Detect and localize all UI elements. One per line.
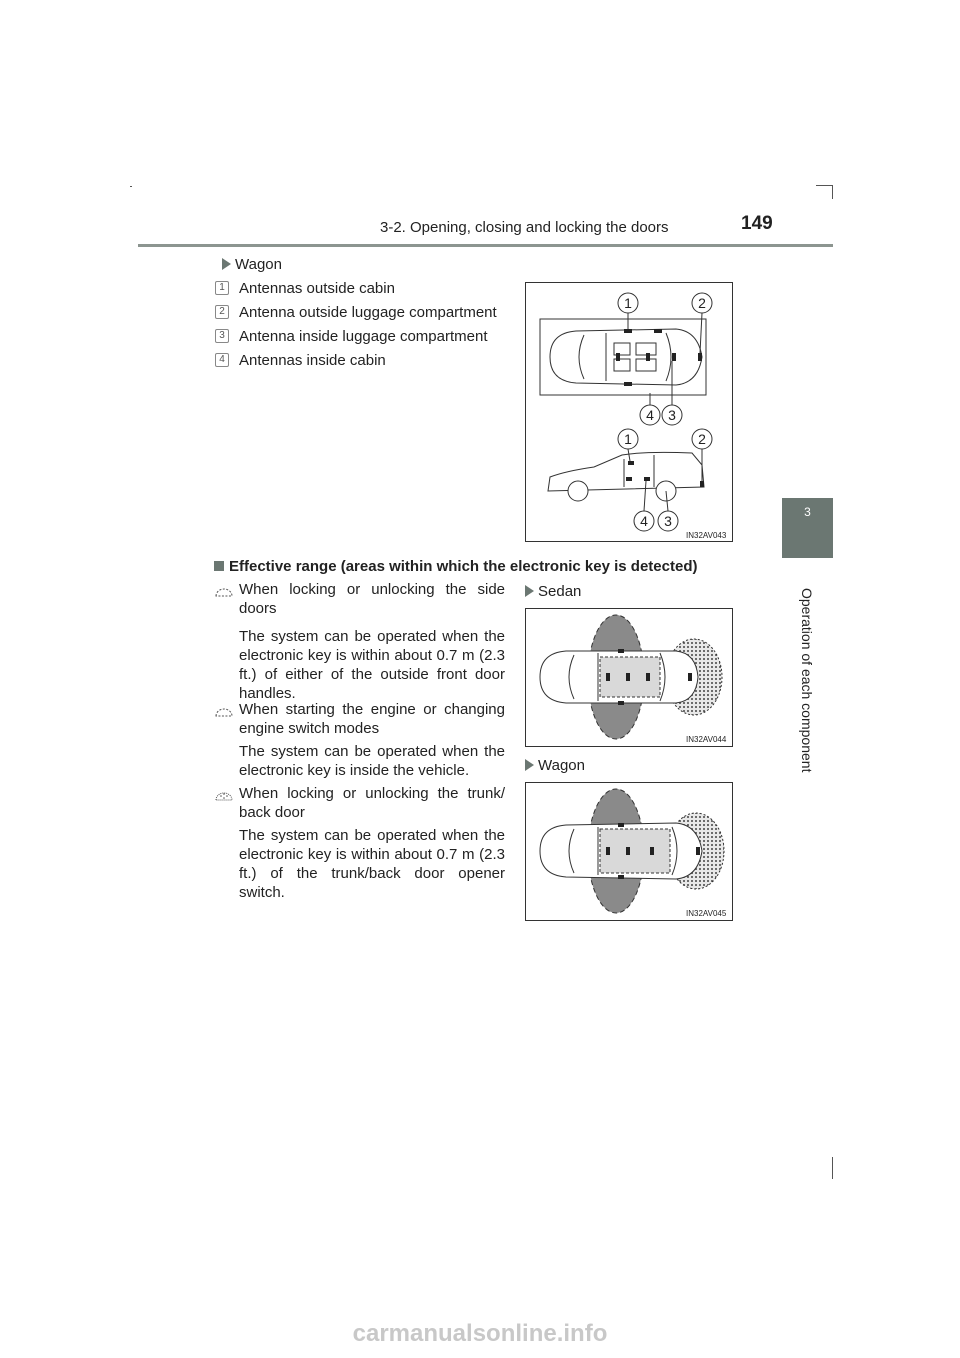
wagon-variant-label: Wagon [222, 255, 282, 274]
antenna-item-1: Antennas outside cabin [239, 280, 395, 297]
arrow-icon [222, 258, 231, 270]
range-item-3-body: The system can be operated when the elec… [239, 827, 505, 901]
range-item-1-title: When locking or unlocking the side doors [239, 581, 505, 617]
page-number: 149 [741, 213, 773, 234]
range-item-2-title: When starting the engine or changing eng… [239, 701, 505, 737]
callout-label: 1 [624, 431, 632, 447]
wagon-range-diagram [539, 788, 725, 914]
callout-label: 4 [640, 513, 648, 529]
wagon-range-variant-label: Wagon [525, 756, 585, 775]
number-badge-2: 2 [215, 305, 229, 319]
wagon-top-view [549, 328, 703, 386]
side-door-zone-icon [215, 588, 233, 597]
antenna-marks-top [616, 329, 702, 386]
chapter-tab [782, 498, 833, 558]
arrow-icon [525, 759, 534, 771]
header-rule [138, 244, 833, 247]
callout-label: 2 [698, 431, 706, 447]
antenna-diagram: 1 2 4 3 1 2 4 3 [539, 292, 713, 532]
sedan-range-diagram [539, 614, 723, 740]
crop-mark [816, 185, 833, 186]
cabin-zone-icon [215, 708, 233, 717]
antenna-item-3: Antenna inside luggage compartment [239, 328, 488, 345]
crop-mark [832, 185, 833, 199]
range-item-2-body: The system can be operated when the elec… [239, 743, 505, 779]
number-badge-4: 4 [215, 353, 229, 367]
callout-label: 3 [668, 407, 676, 423]
chapter-number: 3 [804, 505, 811, 519]
arrow-icon [525, 585, 534, 597]
cabin-zone [599, 828, 671, 874]
sedan-variant-label: Sedan [525, 582, 581, 601]
wagon-range-figure: IN32AV045 [525, 782, 733, 921]
trunk-zone-icon [215, 792, 233, 801]
figure-id: IN32AV044 [686, 735, 727, 744]
number-badge-3: 3 [215, 329, 229, 343]
antenna-item-2: Antenna outside luggage compartment [239, 304, 497, 321]
sedan-range-figure: IN32AV044 [525, 608, 733, 747]
bullet-square-icon [214, 561, 224, 571]
callout-label: 3 [664, 513, 672, 529]
range-item-1-body: The system can be operated when the elec… [239, 628, 505, 702]
callout-label: 1 [624, 295, 632, 311]
figure-id: IN32AV045 [686, 909, 727, 918]
callout-label: 2 [698, 295, 706, 311]
range-item-3-title: When locking or unlocking the trunk/ bac… [239, 785, 505, 821]
top-view-frame [539, 318, 707, 396]
antenna-marks-side [626, 461, 704, 487]
number-badge-1: 1 [215, 281, 229, 295]
antenna-item-4: Antennas inside cabin [239, 352, 386, 369]
section-title: 3-2. Opening, closing and locking the do… [380, 219, 669, 236]
effective-range-heading: Effective range (areas within which the … [214, 557, 734, 576]
callouts-top [617, 292, 713, 426]
watermark: carmanualsonline.info [352, 1320, 608, 1347]
callout-label: 4 [646, 407, 654, 423]
wagon-side-view [547, 451, 705, 502]
crop-mark [832, 1157, 833, 1179]
antenna-location-figure: 1 2 4 3 1 2 4 3 IN32AV043 [525, 282, 733, 542]
crop-mark [130, 186, 132, 187]
chapter-label: Operation of each component [799, 588, 815, 773]
figure-id: IN32AV043 [686, 531, 727, 540]
